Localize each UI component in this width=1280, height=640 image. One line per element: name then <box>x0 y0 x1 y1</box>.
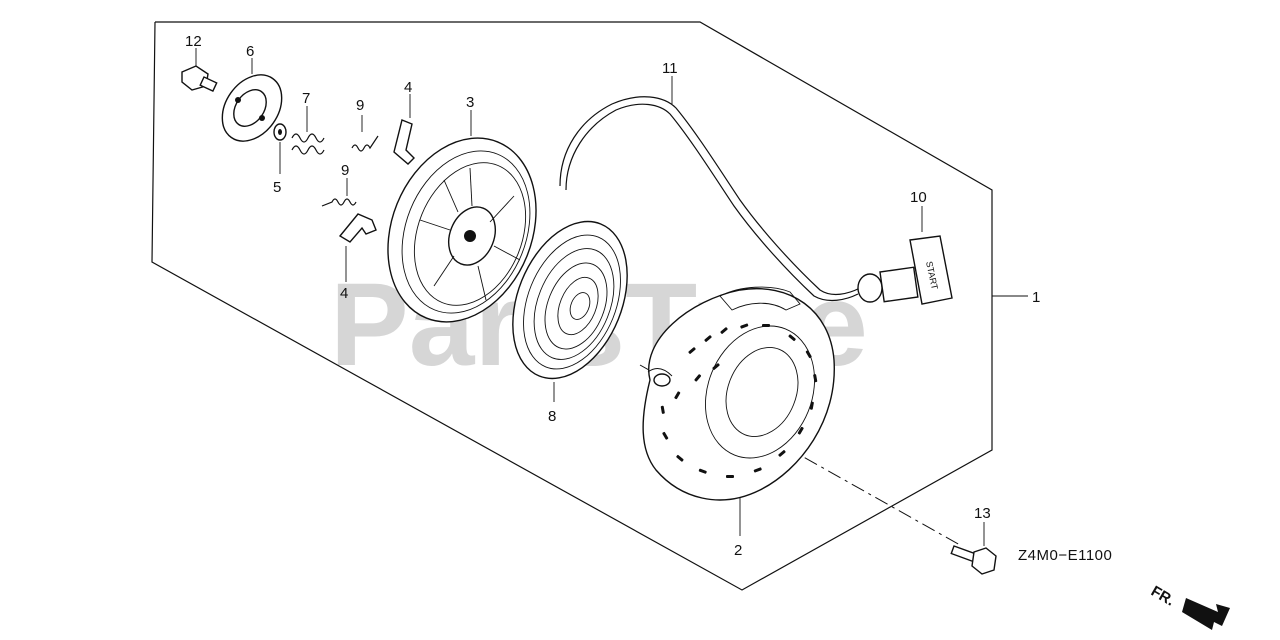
part-4-pawl-lower <box>338 213 377 282</box>
callout-13: 13 <box>974 505 991 522</box>
part-7-spring <box>291 106 325 155</box>
part-13-bolt <box>950 522 997 575</box>
part-9-spring-lower <box>321 178 357 207</box>
callout-6: 6 <box>246 43 254 60</box>
part-3-reel <box>387 110 537 323</box>
callout-7: 7 <box>302 90 310 107</box>
front-direction-arrow: FR. <box>1148 583 1230 630</box>
part-9-spring-upper <box>351 115 379 152</box>
part-8-recoil-spring <box>512 220 628 402</box>
callout-9-lower: 9 <box>341 162 349 179</box>
callout-9-upper: 9 <box>356 97 364 114</box>
part-10-grip: START <box>857 206 953 305</box>
drawing-code: Z4M0−E1100 <box>1018 547 1112 564</box>
assembly-boundary <box>151 21 993 591</box>
callout-8: 8 <box>548 408 556 425</box>
callout-3: 3 <box>466 94 474 111</box>
callout-2: 2 <box>734 542 742 559</box>
callout-10: 10 <box>910 189 927 206</box>
part-5-washer <box>273 123 287 174</box>
part-11-rope <box>559 76 861 302</box>
part-4-pawl-upper <box>393 94 415 165</box>
callout-1: 1 <box>1032 289 1040 306</box>
callout-4-lower: 4 <box>340 285 348 302</box>
part-12-bolt <box>181 48 218 93</box>
callout-4-upper: 4 <box>404 79 412 96</box>
callout-5: 5 <box>273 179 281 196</box>
part-2-starter-case <box>642 286 835 536</box>
callout-12: 12 <box>185 33 202 50</box>
fr-label: FR. <box>1148 583 1177 610</box>
callout-11: 11 <box>662 60 678 77</box>
part-6-ratchet <box>221 58 283 142</box>
